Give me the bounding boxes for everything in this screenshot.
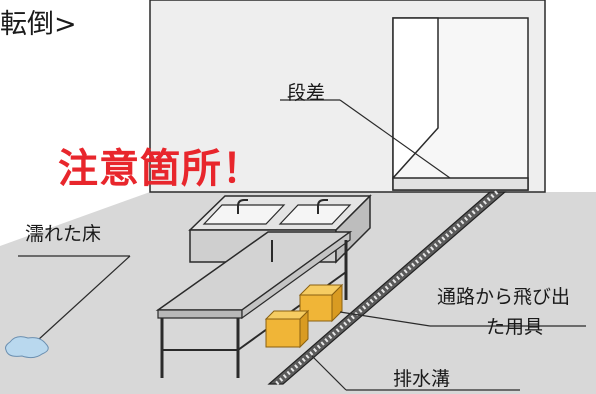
step-leader-diagonal (339, 99, 451, 179)
warning-title: 注意箇所！ (58, 146, 263, 192)
obstruction-label-line1: 通路から飛び出 (437, 286, 571, 308)
wet-floor-leader-line (37, 255, 131, 341)
items-leader-line (339, 311, 431, 327)
section-heading: 転倒> (0, 9, 77, 40)
cardboard-box-icon (264, 283, 344, 349)
drain-leader-line (311, 355, 347, 391)
wet-floor-label: 濡れた床 (25, 223, 102, 245)
obstruction-label-line2: た用具 (486, 316, 544, 338)
step-platform (392, 17, 529, 191)
drain-label: 排水溝 (393, 368, 451, 390)
step-label: 段差 (287, 82, 326, 104)
drain-channel (267, 190, 507, 386)
water-puddle-icon (5, 336, 49, 359)
